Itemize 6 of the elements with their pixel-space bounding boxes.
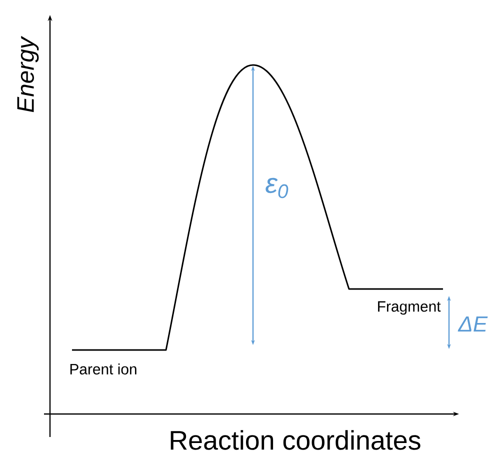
state-label: Fragment xyxy=(378,301,441,315)
energy-difference-label: ΔE xyxy=(458,316,488,332)
energy-barrier-label: ε$_{0}$ xyxy=(266,178,288,198)
axis-title: Energy xyxy=(17,36,39,112)
state-label: Parent ion xyxy=(70,364,136,374)
axis-title: Reaction coordinates xyxy=(170,430,420,450)
